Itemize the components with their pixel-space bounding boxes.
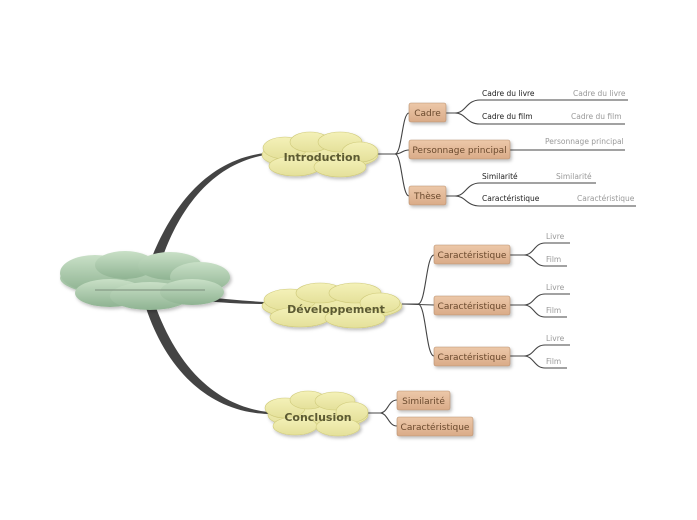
leaf-these-caracteristique-note: Caractéristique (577, 194, 635, 203)
subtopic-dev-caracteristique-1[interactable]: Caractéristique (433, 244, 511, 265)
leaf-cadre-film-note: Cadre du film (571, 112, 622, 121)
subtopic-dev-caracteristique-label: Caractéristique (438, 301, 507, 312)
connector-conclusion (146, 305, 268, 414)
subtopic-dev-caracteristique-label: Caractéristique (438, 352, 507, 363)
leaf-these-similarite[interactable]: Similarité (482, 172, 518, 181)
leaf-these-similarite-note: Similarité (556, 172, 592, 181)
subtopic-conclusion-caracteristique[interactable]: Caractéristique (396, 416, 474, 437)
subtopic-personnage-label: Personnage principal (412, 146, 506, 156)
connector-developpement (205, 297, 265, 304)
subtopic-cadre-label: Cadre (414, 109, 441, 119)
introduction-topic[interactable]: Introduction (261, 131, 379, 178)
leaf-cadre-film[interactable]: Cadre du film (482, 112, 533, 121)
subtopic-conclusion-similarite-label: Similarité (402, 396, 445, 407)
leaf-cadre-livre-note: Cadre du livre (573, 89, 626, 98)
leaf-personnage-note: Personnage principal (545, 137, 624, 146)
leaf-dev-livre[interactable]: Livre (546, 232, 565, 241)
leaf-cadre-livre[interactable]: Cadre du livre (482, 89, 535, 98)
leaf-dev-film[interactable]: Film (546, 306, 561, 315)
sub-connectors (365, 99, 636, 427)
leaf-dev-livre[interactable]: Livre (546, 283, 565, 292)
subtopic-dev-caracteristique-2[interactable]: Caractéristique (433, 295, 511, 316)
central-topic[interactable] (60, 251, 230, 310)
subtopic-conclusion-similarite[interactable]: Similarité (396, 390, 451, 411)
subtopic-conclusion-caracteristique-label: Caractéristique (401, 422, 470, 433)
leaf-dev-film[interactable]: Film (546, 357, 561, 366)
conclusion-topic[interactable]: Conclusion (264, 390, 369, 437)
subtopic-dev-caracteristique-3[interactable]: Caractéristique (433, 346, 511, 367)
introduction-label: Introduction (284, 151, 361, 164)
subtopic-cadre[interactable]: Cadre (408, 102, 447, 123)
connector-introduction (150, 153, 265, 265)
conclusion-label: Conclusion (284, 411, 351, 424)
subtopic-these[interactable]: Thèse (408, 185, 447, 206)
subtopic-personnage[interactable]: Personnage principal (408, 139, 511, 160)
developpement-label: Développement (287, 303, 385, 316)
leaf-these-caracteristique[interactable]: Caractéristique (482, 194, 540, 203)
subtopic-these-label: Thèse (413, 191, 441, 202)
leaf-dev-livre[interactable]: Livre (546, 334, 565, 343)
leaf-dev-film[interactable]: Film (546, 255, 561, 264)
subtopic-dev-caracteristique-label: Caractéristique (438, 250, 507, 261)
developpement-topic[interactable]: Développement (261, 282, 403, 329)
